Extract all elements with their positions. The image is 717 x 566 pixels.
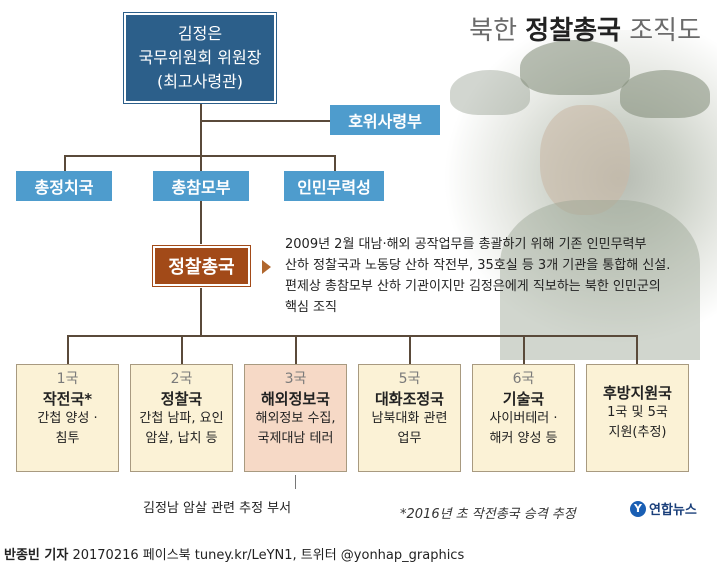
connector-rgb-down xyxy=(200,288,202,335)
reporter: 반종빈 기자 xyxy=(4,548,69,563)
connector-bureau-1 xyxy=(67,335,69,364)
footnote: *2016년 초 작전총국 승격 추정 xyxy=(400,507,576,522)
leader-position: 국무위원회 위원장 xyxy=(138,48,262,67)
yonhap-logo: Y 연합뉴스 xyxy=(630,499,697,518)
soldier-face-shape xyxy=(540,105,630,215)
connector-org-left xyxy=(64,155,66,171)
bureau-box: 2국 정찰국 간첩 남파, 요인 암살, 납치 등 xyxy=(130,364,233,472)
soldier-uniform-shape xyxy=(500,200,700,360)
connector-leader-down xyxy=(200,103,202,120)
soldier-cap-shape xyxy=(450,70,530,115)
soldier-cap-shape xyxy=(620,70,710,118)
bureau-box: 6국 기술국 사이버테러 · 해커 양성 등 xyxy=(472,364,575,472)
infographic: 북한 정찰총국 조직도 김정은 국무위원회 위원장 (최고사령관) 호위사령부 … xyxy=(16,13,717,522)
political-bureau-box: 총정치국 xyxy=(16,171,112,201)
yonhap-logo-text: 연합뉴스 xyxy=(649,503,697,518)
rgb-description: 2009년 2월 대남·해외 공작업무를 총괄하기 위해 기존 인민무력부 산하… xyxy=(285,237,671,315)
connector-bureau-6 xyxy=(523,335,525,364)
arrow-icon xyxy=(262,260,271,274)
guard-command-box: 호위사령부 xyxy=(330,105,440,135)
bureau-box-highlighted: 3국 해외정보국 해외정보 수집, 국제대남 테러 xyxy=(244,364,347,472)
soldier-cap-shape xyxy=(520,40,630,95)
connector-bureau-3 xyxy=(295,335,297,364)
connector-bureau-5 xyxy=(409,335,411,364)
connector-bureau-rear xyxy=(636,335,638,364)
bureau-box: 1국 작전국* 간첩 양성 · 침투 xyxy=(16,364,119,472)
date: 20170216 xyxy=(72,548,139,563)
facebook-link[interactable]: 페이스북 tuney.kr/LeYN1 xyxy=(142,548,293,563)
bureau-box: 5국 대화조정국 남북대화 관련 업무 xyxy=(358,364,461,472)
credit-line: 반종빈 기자 20170216 페이스북 tuney.kr/LeYN1, 트위터… xyxy=(4,548,465,563)
connector-bureaus xyxy=(67,335,638,337)
leader-role: (최고사령관) xyxy=(156,72,244,91)
twitter-link[interactable]: 트위터 @yonhap_graphics xyxy=(300,548,465,563)
leader-name: 김정은 xyxy=(177,24,223,43)
bureau-box: 후방지원국 1국 및 5국 지원(추정) xyxy=(586,364,689,472)
general-staff-box: 총참모부 xyxy=(153,171,249,201)
leader-box: 김정은 국무위원회 위원장 (최고사령관) xyxy=(124,13,276,103)
connector-orgs xyxy=(64,155,336,157)
rgb-box: 정찰총국 xyxy=(153,246,250,286)
connector-guard xyxy=(200,120,330,122)
connector-org-right xyxy=(334,155,336,171)
connector-bureau3-note xyxy=(295,475,296,489)
yonhap-logo-icon: Y xyxy=(630,500,646,517)
armed-forces-ministry-box: 인민무력성 xyxy=(284,171,384,201)
chart-title: 북한 정찰총국 조직도 xyxy=(469,16,701,46)
connector-bureau-2 xyxy=(181,335,183,364)
bureau3-note: 김정남 암살 관련 추정 부서 xyxy=(143,501,292,516)
